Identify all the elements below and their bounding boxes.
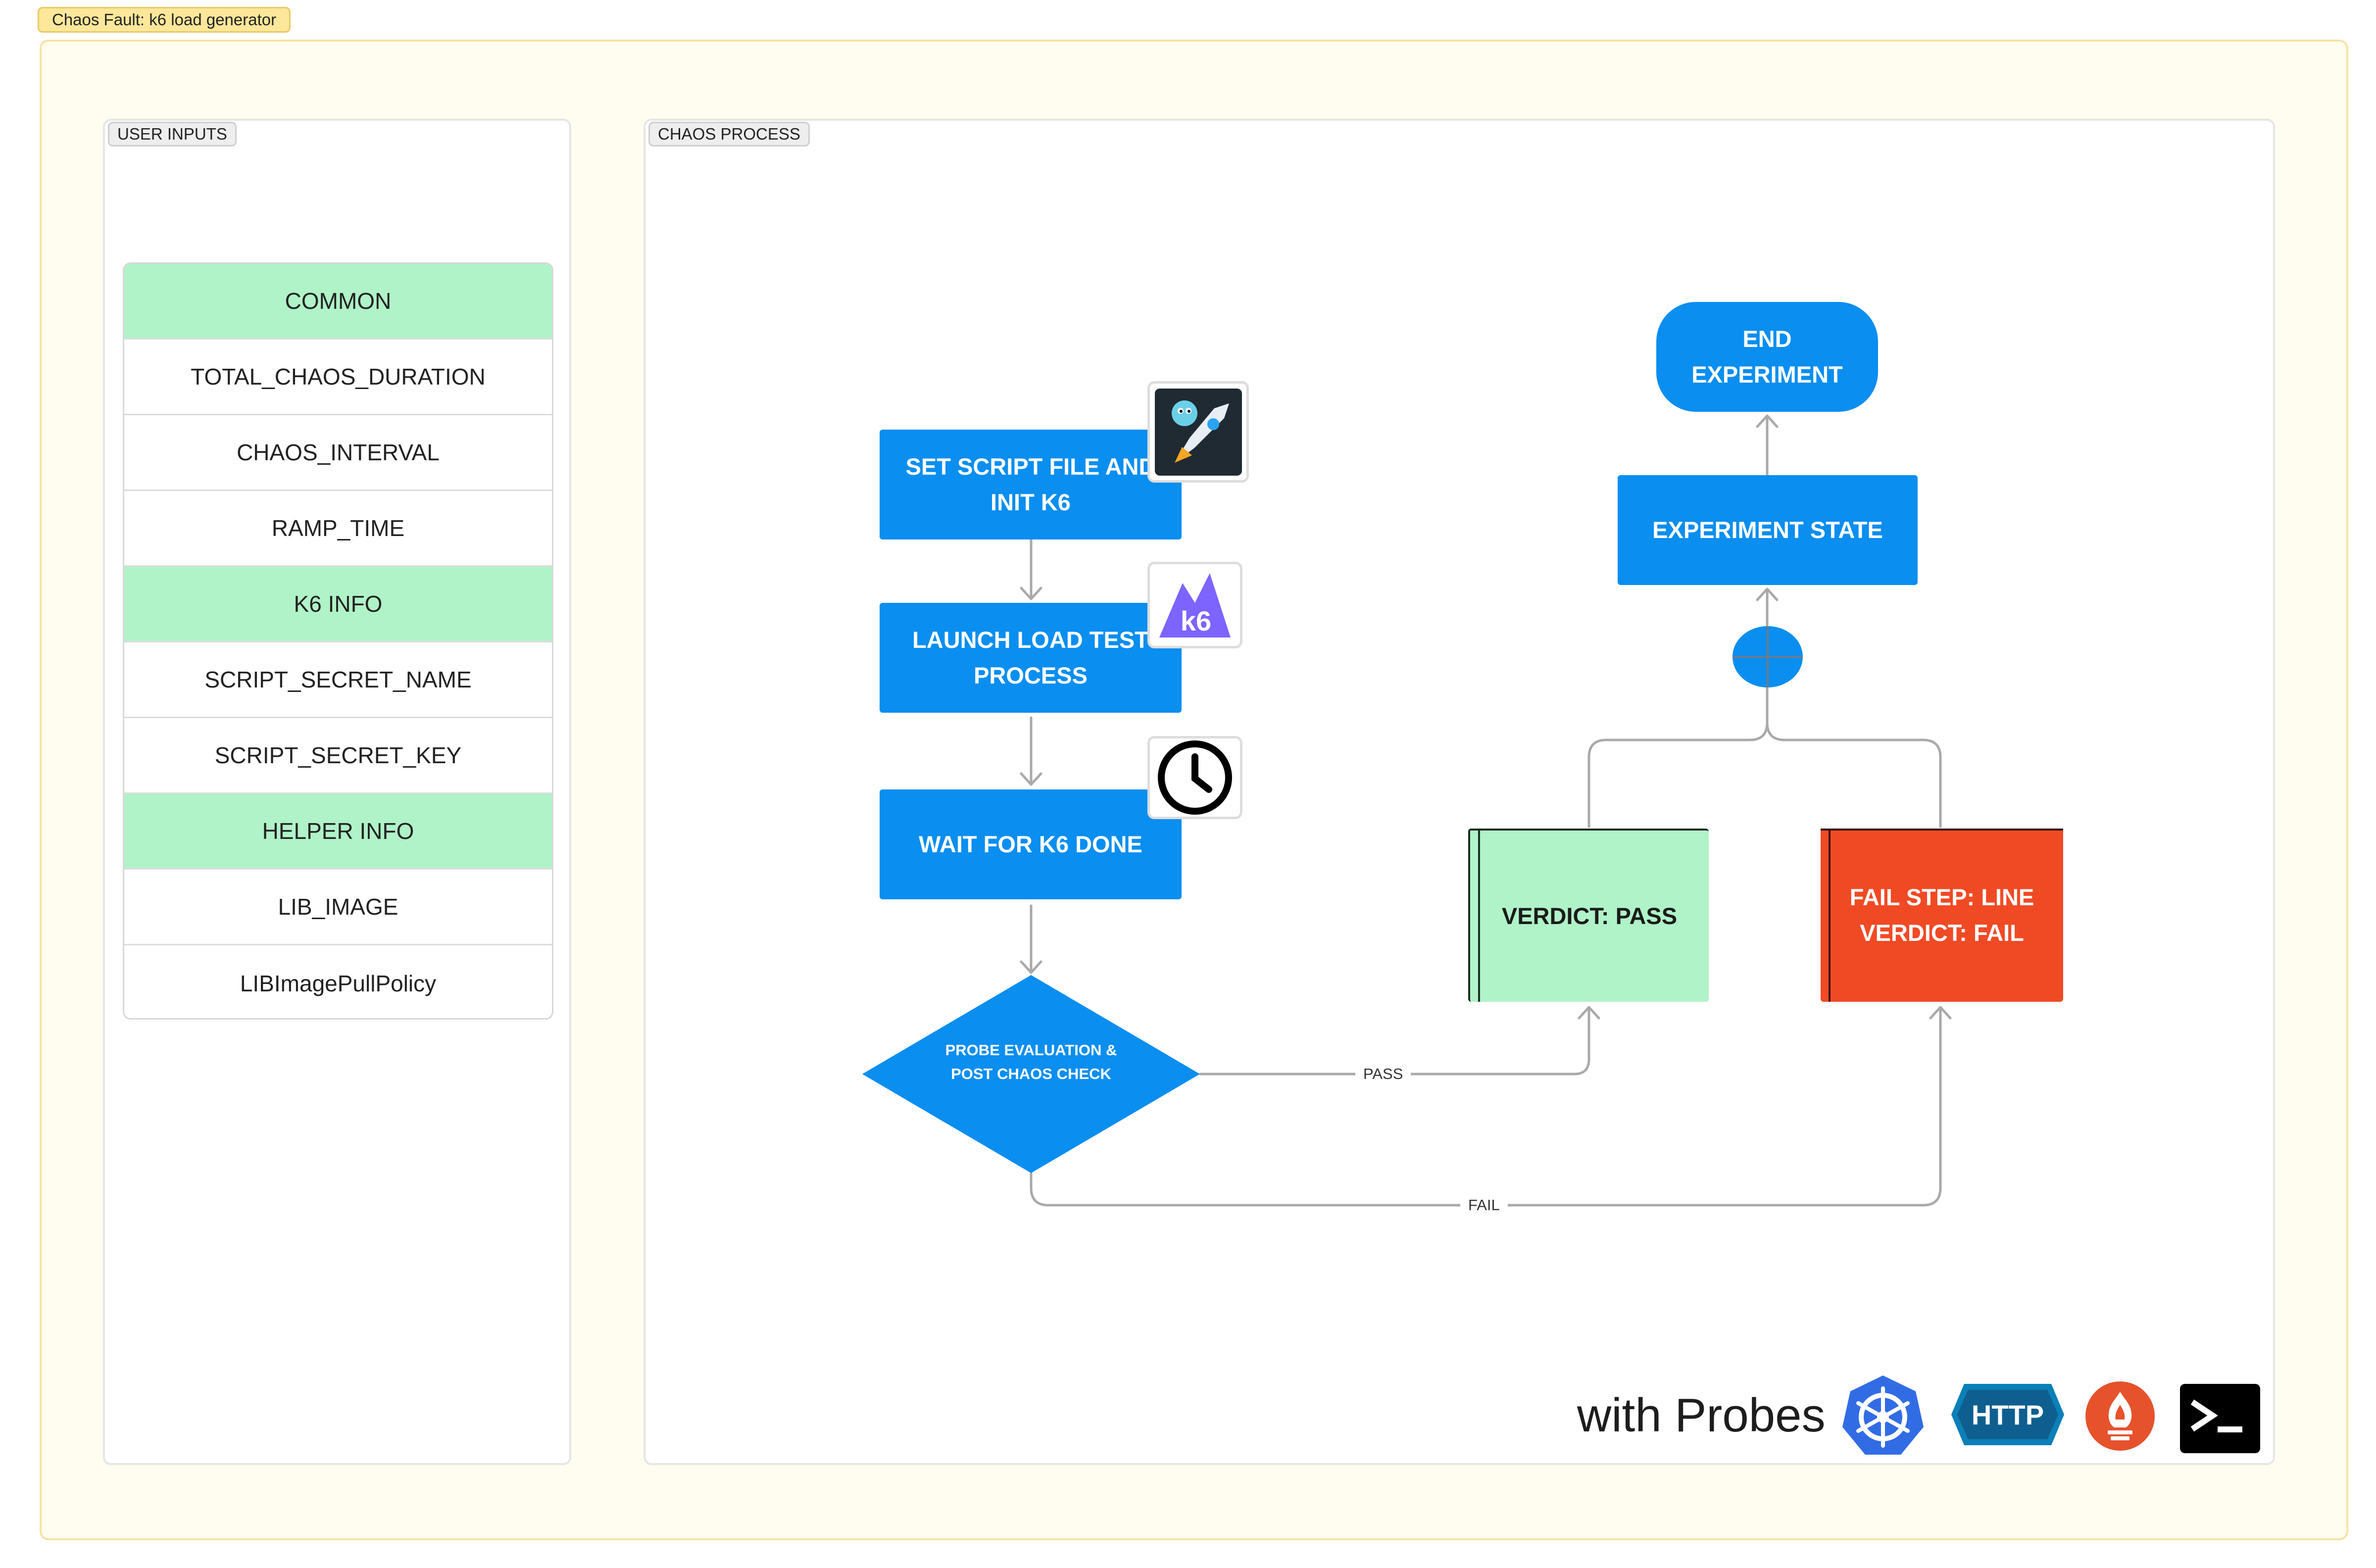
arrow-launch-to-wait [1020, 716, 1042, 786]
input-lib-image: LIB_IMAGE [124, 870, 552, 945]
section-header-k6-info: K6 INFO [124, 567, 552, 642]
verdict-pass-box: VERDICT: PASS [1468, 829, 1709, 1002]
arrow-state-to-end [1756, 414, 1779, 477]
input-chaos-interval: CHAOS_INTERVAL [124, 415, 552, 491]
user-inputs-label: USER INPUTS [108, 122, 237, 147]
verdict-fail-text: FAIL STEP: LINE VERDICT: FAIL [1849, 884, 2034, 946]
section-header-helper-info: HELPER INFO [124, 794, 552, 870]
arrow-set-to-launch [1020, 538, 1042, 600]
clock-icon [1147, 736, 1242, 819]
edge-pass-to-merge [1587, 686, 1769, 828]
http-icon-label: HTTP [1971, 1399, 2044, 1430]
probe-decision-label: PROBE EVALUATION & POST CHAOS CHECK [945, 1041, 1117, 1082]
step-launch-load-test: LAUNCH LOAD TEST PROCESS [880, 603, 1182, 713]
probes-caption: with Probes [1577, 1389, 1826, 1442]
edge-fail-label: FAIL [1460, 1195, 1508, 1215]
chaos-process-label: CHAOS PROCESS [648, 122, 810, 147]
probe-decision-diamond [862, 975, 1200, 1173]
merge-node [1732, 626, 1803, 687]
arrow-merge-to-state [1756, 588, 1779, 630]
prometheus-icon [2085, 1381, 2155, 1451]
fail-box-rule [1829, 829, 1831, 1002]
k6-logo-icon: k6 [1147, 562, 1242, 648]
edge-pass [1199, 1006, 1600, 1076]
input-lib-image-pull-policy: LIBImagePullPolicy [240, 970, 437, 996]
input-ramp-time: RAMP_TIME [124, 491, 552, 567]
step-set-script: SET SCRIPT FILE AND INIT K6 [880, 430, 1182, 539]
section-header-common: COMMON [124, 264, 552, 340]
edge-fail-to-merge [1766, 721, 1942, 828]
edge-pass-label: PASS [1355, 1064, 1411, 1084]
http-icon: HTTP [1949, 1382, 2066, 1447]
kubernetes-icon [1840, 1373, 1926, 1457]
experiment-state-box: EXPERIMENT STATE [1618, 475, 1918, 585]
end-experiment-box: END EXPERIMENT [1656, 302, 1878, 412]
svg-text:k6: k6 [1181, 605, 1211, 637]
verdict-fail-box: FAIL STEP: LINE VERDICT: FAIL [1821, 829, 2063, 1002]
gopher-rocket-icon [1147, 381, 1249, 483]
input-total-chaos-duration: TOTAL_CHAOS_DURATION [124, 340, 552, 415]
step-wait-for-k6: WAIT FOR K6 DONE [880, 789, 1182, 899]
input-script-secret-name: SCRIPT_SECRET_NAME [124, 642, 552, 718]
fail-box-top-rule [1821, 829, 2063, 831]
user-inputs-list: COMMON TOTAL_CHAOS_DURATION CHAOS_INTERV… [123, 262, 553, 1020]
input-script-secret-key: SCRIPT_SECRET_KEY [124, 718, 552, 794]
pass-box-rule [1478, 831, 1480, 1002]
diagram-title: Chaos Fault: k6 load generator [38, 7, 291, 33]
verdict-pass-text: VERDICT: PASS [1501, 903, 1678, 929]
terminal-icon [2180, 1384, 2260, 1453]
arrow-wait-to-probe [1020, 904, 1042, 974]
